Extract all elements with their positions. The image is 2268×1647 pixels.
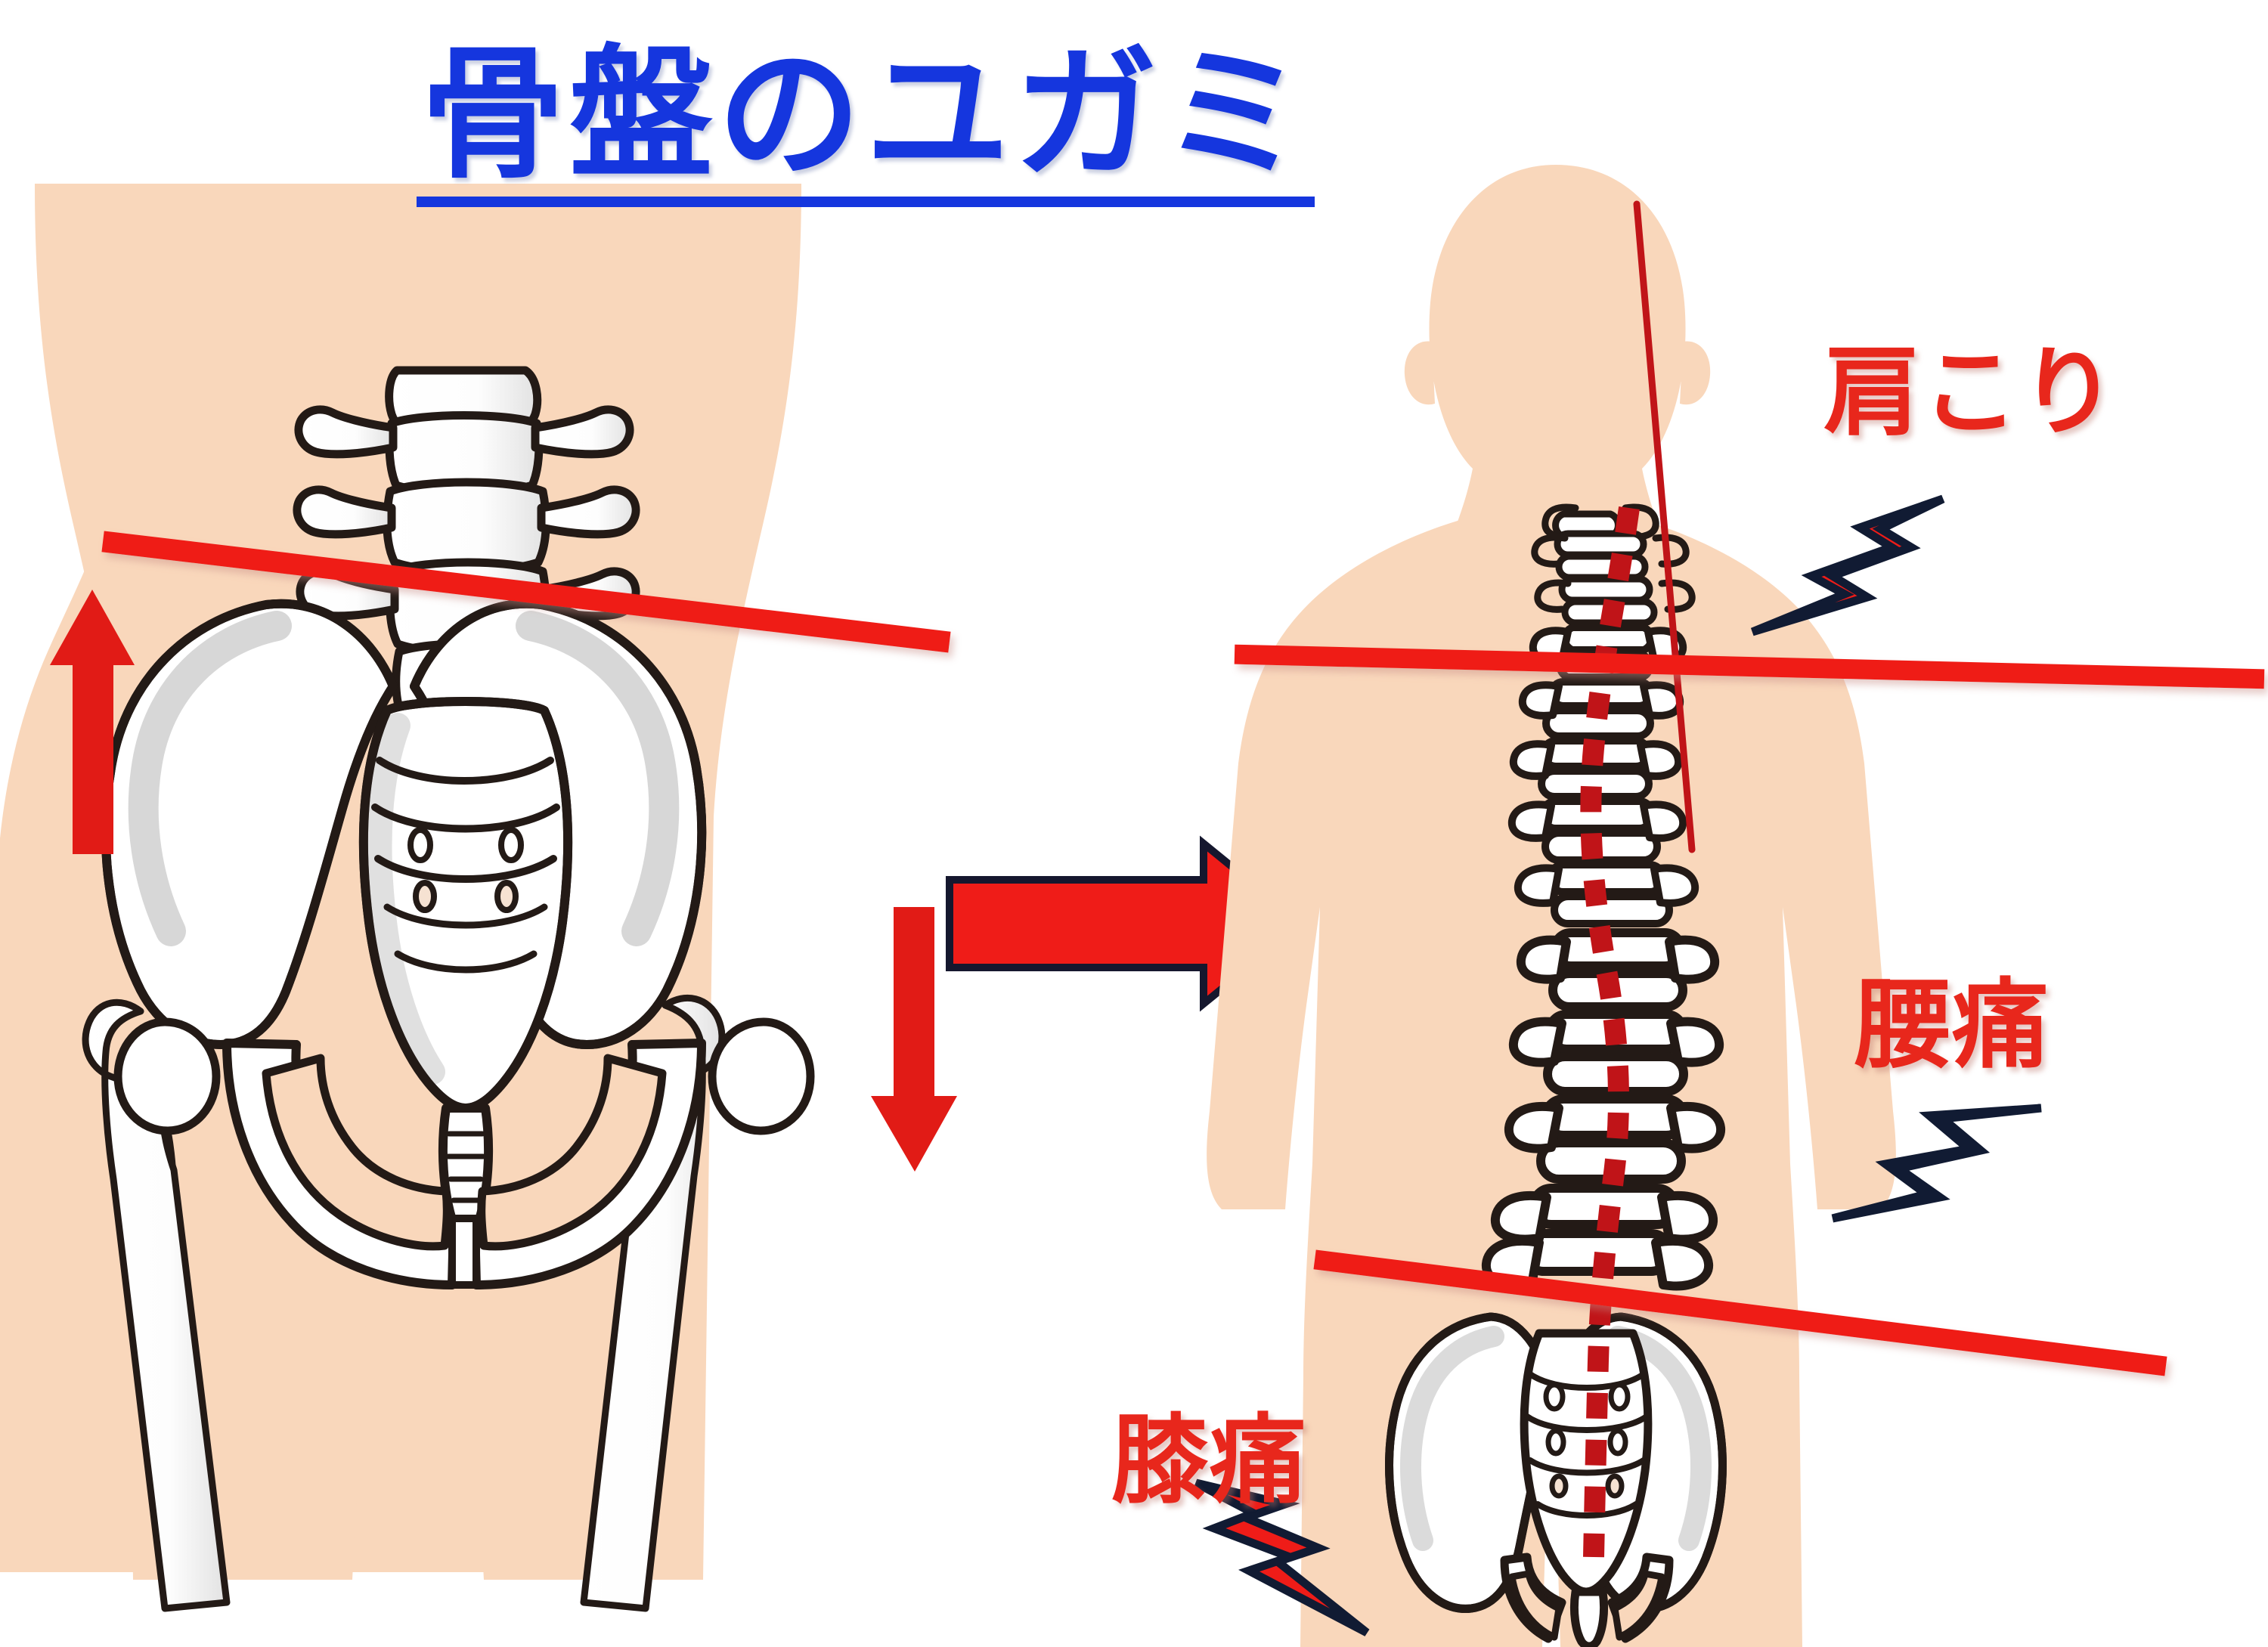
ilium-right-shade [516,611,680,946]
lightning-bolt-shoulder [1750,494,1945,636]
ilium-left-shade [128,611,292,946]
acetabulum-left [113,1017,221,1135]
sacral-foramen-r1 [498,827,524,863]
pelvis-bones-right [1385,1312,1727,1647]
pelvic-tilt-line [101,531,951,653]
pelvic-tilt-line-group [101,531,951,653]
shoulder-level-line [1234,644,2265,689]
up-arrow-left [50,590,135,854]
ear-right [1680,341,1711,405]
lightning-bolt-knee [1194,1478,1370,1636]
sacral-ridge-1 [376,757,554,785]
left-panel-group [0,184,957,1612]
down-arrow-right [871,907,957,1172]
bolt-shape-knee [1194,1478,1370,1636]
coccyx-right-panel [1569,1587,1609,1647]
transverse-process-L2-right [537,485,640,539]
obturator-foramen-right-right-panel [1611,1570,1665,1641]
head-shape [1429,165,1686,538]
hip-level-line [1313,1249,2167,1376]
obturator-foramen-right [477,1054,667,1251]
bolt-shape-shoulder [1750,494,1945,636]
transverse-process-L1-left [294,405,398,459]
lightning-bolt-lowback [1831,1104,2042,1223]
sacral-ridge-4 [383,903,548,929]
spine-curve-dashed-line [1580,506,1640,1558]
lumbar-vertebrae-right [1481,928,1726,1291]
sacral-ridge-3 [374,855,557,883]
obturator-foramen-left [262,1054,451,1251]
up-arrow-shape [50,590,135,854]
plumb-line [1633,200,1696,853]
sacral-ridge-5 [394,950,538,974]
coccyx-segments [445,1131,486,1203]
sacrum-outline [358,697,573,1113]
sacral-foramen-l2 [413,880,437,913]
pelvis-bones-left [101,599,815,1289]
cervical-vertebrae [1531,503,1696,627]
sacral-ridge-2 [371,803,560,833]
bolt-shape-lowback [1831,1104,2042,1223]
sacrum-shade [366,713,445,1085]
hip-line-group [1313,1249,2167,1376]
sacral-foramen-l1 [407,827,433,863]
vertebra-L2-body [383,478,550,576]
right-panel-group [1194,165,2265,1647]
transverse-process-L1-right [531,405,634,459]
acetabulum-right [708,1017,815,1135]
ear-left [1404,341,1435,405]
spine-vertebrae-right [1481,503,1726,1291]
obturator-foramen-left-right-panel [1508,1570,1563,1641]
thoracic-vertebrae [1507,624,1699,927]
ilium-right-outline [410,599,707,1049]
pubic-symphysis [448,1215,480,1289]
shoulder-line-group [1234,644,2265,689]
down-arrow-shape [871,907,957,1172]
sacral-foramen-r2 [494,880,519,913]
transverse-process-L2-left [293,485,396,539]
